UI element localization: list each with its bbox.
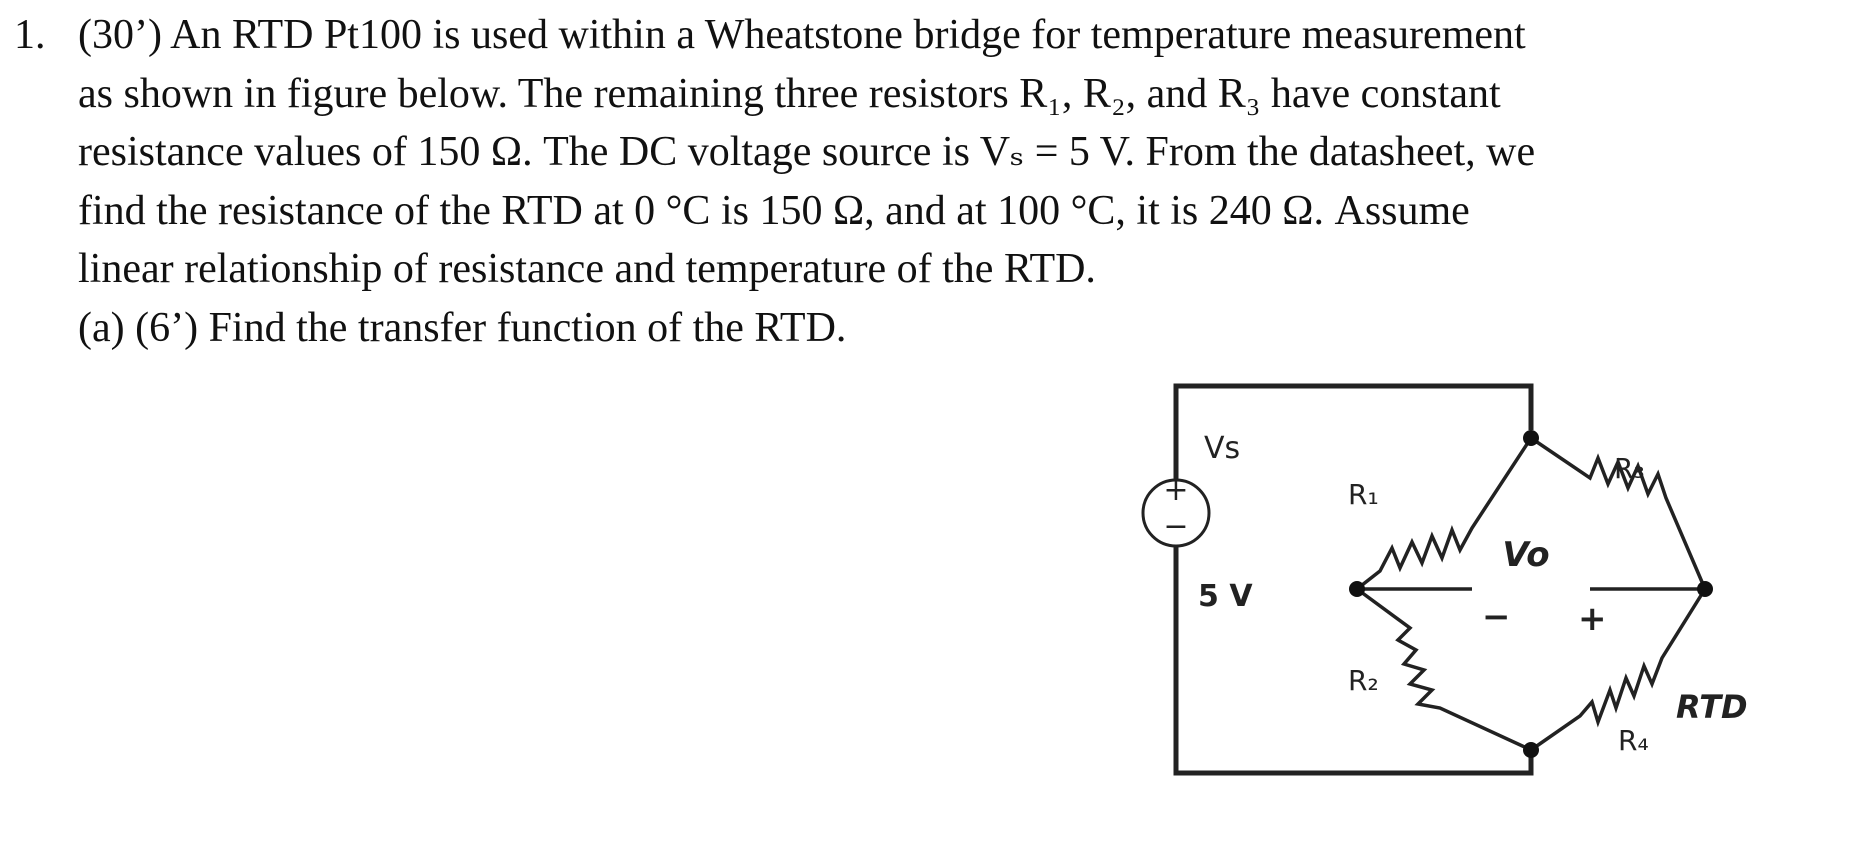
bridge-resistors: [1355, 436, 1707, 752]
resistor-r1: [1355, 437, 1533, 591]
bottom-wire: [1173, 546, 1534, 776]
node-bottom: [1523, 742, 1539, 758]
source-label: Vs: [1204, 431, 1240, 466]
question-line: as shown in figure below. The remaining …: [78, 70, 1501, 117]
question-line: find the resistance of the RTD at 0 °C i…: [78, 187, 1470, 234]
r2-label: R₂: [1348, 664, 1379, 697]
vo-plus-sign: +: [1578, 599, 1607, 639]
resistor-r2: [1355, 587, 1532, 752]
question-number: 1.: [14, 12, 46, 58]
top-wire: [1173, 383, 1534, 480]
circuit-wires: [1173, 383, 1534, 776]
question-line: linear relationship of resistance and te…: [78, 246, 1096, 292]
vo-minus-sign: −: [1482, 597, 1511, 637]
source-value-label: 5 V: [1198, 579, 1253, 614]
r1-label: R₁: [1348, 478, 1379, 511]
r4-label: R₄: [1618, 724, 1649, 757]
question-line: (30’) An RTD Pt100 is used within a Whea…: [78, 12, 1526, 58]
question-line: resistance values of 150 Ω. The DC volta…: [78, 129, 1536, 175]
node-left: [1349, 581, 1365, 597]
subquestion-a: (a) (6’) Find the transfer function of t…: [78, 304, 847, 351]
rtd-label: RTD: [1676, 688, 1748, 726]
node-top: [1523, 430, 1539, 446]
r3-label: R₃: [1614, 452, 1645, 485]
node-right: [1697, 581, 1713, 597]
source-minus-sign: −: [1163, 509, 1188, 544]
question-text: (30’) An RTD Pt100 is used within a Whea…: [78, 6, 1718, 357]
bridge-nodes: [1349, 430, 1713, 758]
wheatstone-bridge-figure: + −: [1110, 378, 1770, 798]
voltage-source: + −: [1141, 473, 1211, 548]
vo-label: Vo: [1502, 535, 1549, 575]
source-plus-sign: +: [1163, 473, 1188, 508]
resistor-r3: [1530, 436, 1707, 590]
resistor-r4-rtd: [1530, 588, 1707, 752]
